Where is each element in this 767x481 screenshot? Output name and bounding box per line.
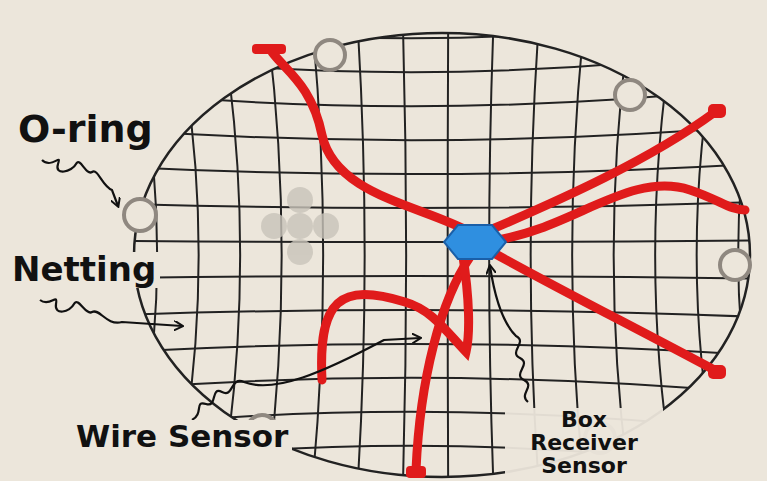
netting-strand <box>312 20 323 481</box>
netting-strand <box>266 20 281 481</box>
part-label: Wire Sensor <box>72 420 292 453</box>
wire-end-caps <box>252 44 726 478</box>
netting-strand <box>120 480 767 481</box>
part-label: Box Receiver Sensor <box>505 408 663 477</box>
netting-strand <box>120 276 767 279</box>
netting-strand <box>176 20 199 481</box>
netting-strand <box>697 20 721 481</box>
netting-grid <box>120 9 767 481</box>
net-outline <box>134 33 750 477</box>
netting-strand <box>120 163 767 174</box>
part-label: O-ring <box>14 110 157 150</box>
netting-strand <box>120 202 767 208</box>
leader-squiggles <box>40 160 528 420</box>
faint-cross <box>261 187 339 265</box>
netting-strand <box>120 47 767 72</box>
o-rings <box>124 40 750 453</box>
box-receiver-hexagon <box>444 225 506 259</box>
part-label: Netting <box>8 252 160 288</box>
